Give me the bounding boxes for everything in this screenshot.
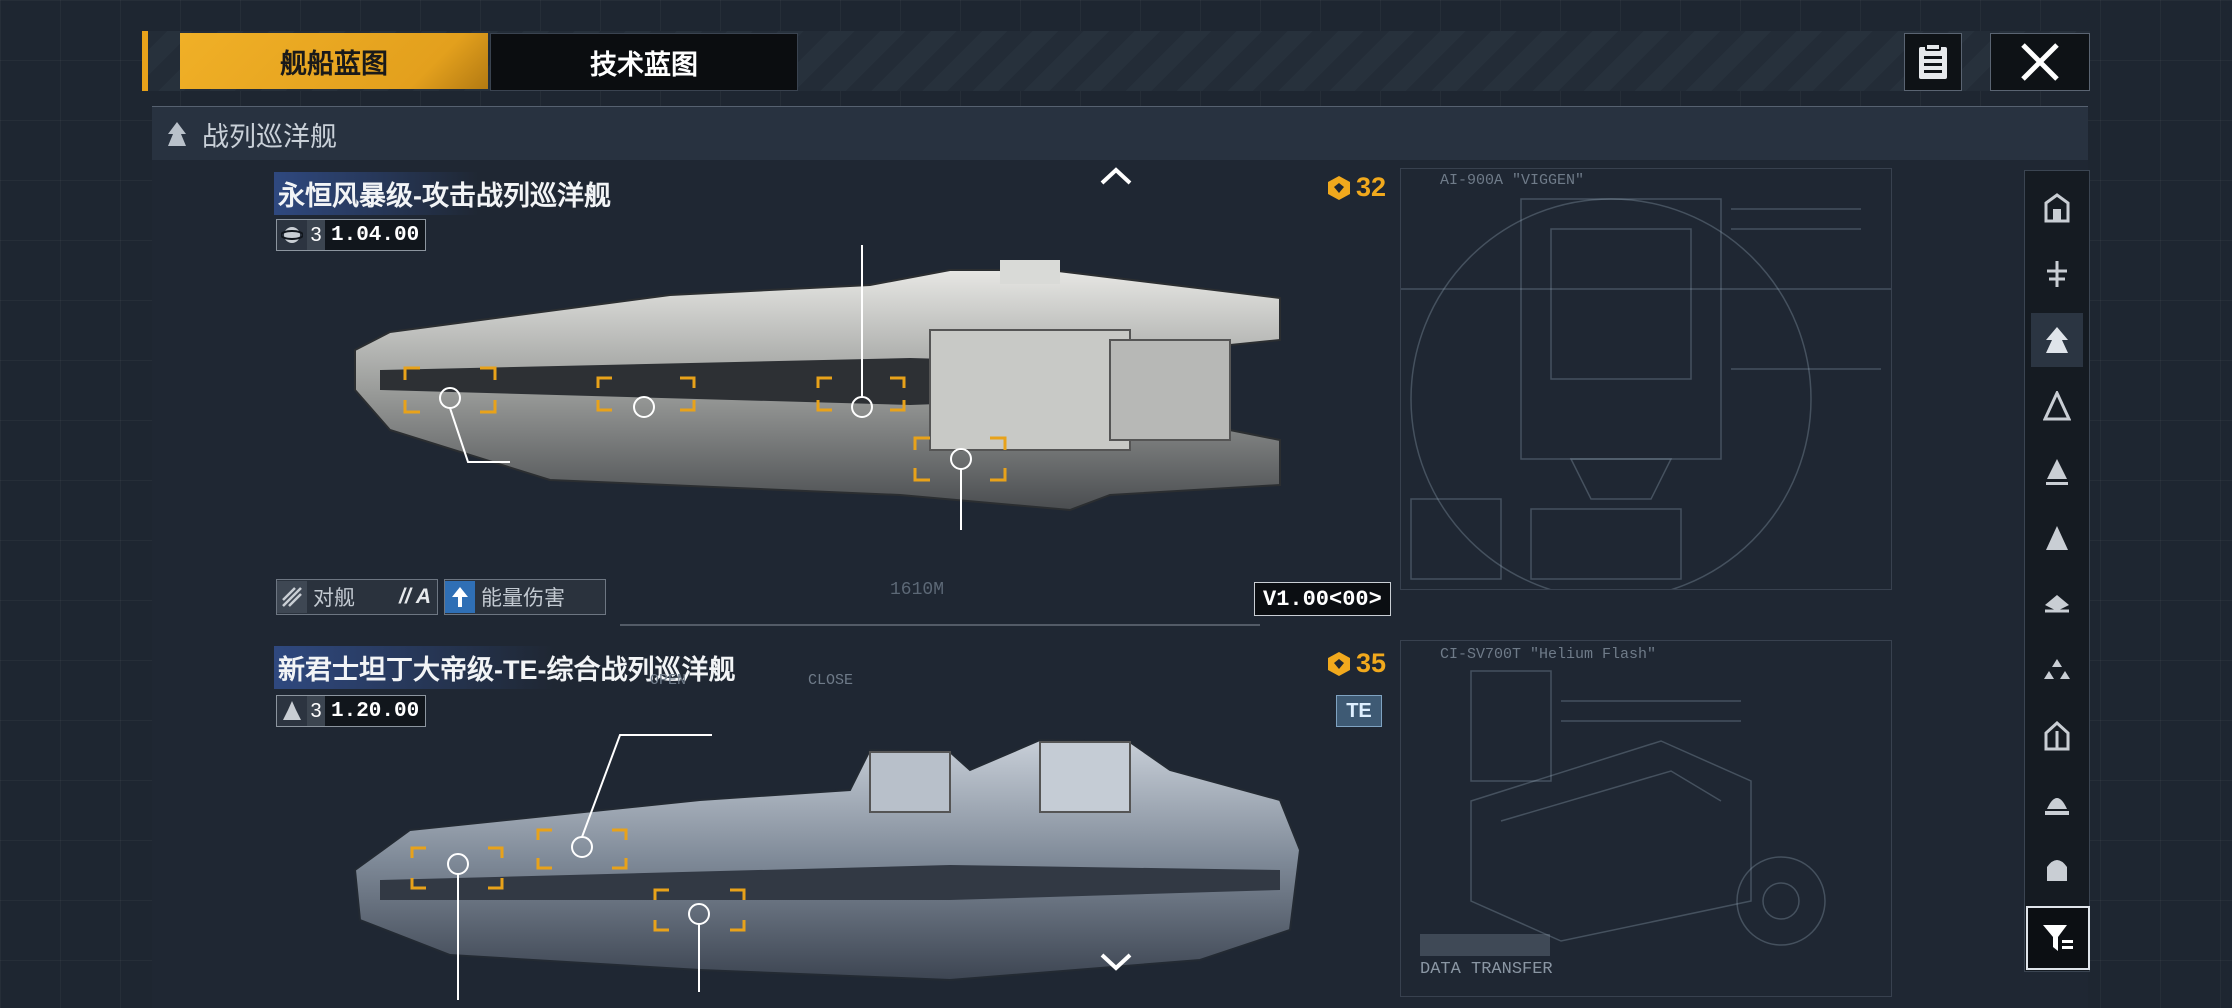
close-x-icon [2021, 43, 2059, 81]
capital-class-icon [2044, 721, 2070, 751]
tag-energy-damage-label: 能量伤害 [481, 587, 565, 610]
ship-cost-2: 35 [1326, 648, 1386, 679]
scroll-down-button[interactable] [1096, 950, 1136, 974]
ship-length-label: 1610M [890, 580, 945, 600]
ship-silhouette-icon [277, 696, 307, 726]
sidebar-item-fighter[interactable] [2031, 643, 2083, 697]
command-point-icon [1328, 651, 1350, 676]
sidebar-item-support[interactable] [2031, 775, 2083, 829]
chevron-up-icon [1100, 167, 1132, 185]
tab-ship-blueprint-label: 舰船蓝图 [280, 48, 388, 79]
blueprint-sketch-2 [1400, 640, 1892, 997]
blueprint-sketch-1 [1400, 168, 1892, 590]
ship-id-number-1: 3 [307, 220, 325, 250]
filter-icon [2043, 925, 2073, 951]
ship-model-1[interactable] [350, 240, 1290, 530]
ship-cost-value-2: 35 [1356, 648, 1387, 678]
destroyer-class-icon [2047, 261, 2067, 287]
blueprint-caption-2: CI-SV700T "Helium Flash" [1440, 646, 1657, 663]
ship-cost-1: 32 [1326, 172, 1386, 203]
ship-cost-value-1: 32 [1356, 172, 1387, 202]
ship-name-2[interactable]: 新君士坦丁大帝级-TE-综合战列巡洋舰 [274, 646, 740, 689]
corvette-class-icon [2046, 526, 2068, 550]
sidebar-item-frigate[interactable] [2031, 379, 2083, 433]
document-list-icon [1919, 43, 1947, 79]
tab-ship-blueprint[interactable]: 舰船蓝图 [180, 33, 488, 89]
carrier-class-icon [2044, 193, 2070, 223]
ship-length-ruler [620, 608, 1260, 626]
auxiliary-class-icon [2045, 595, 2069, 613]
tag-energy-damage: 能量伤害 [444, 579, 606, 615]
ship-id-version-2: 1.20.00 [331, 699, 420, 723]
sidebar-item-corvette[interactable] [2031, 511, 2083, 565]
data-transfer-label: DATA TRANSFER [1420, 960, 1553, 979]
ship-id-version-1: 1.04.00 [331, 223, 420, 247]
filter-button[interactable] [2026, 906, 2090, 970]
battlecruiser-class-icon [164, 119, 190, 149]
sidebar-item-auxiliary[interactable] [2031, 577, 2083, 631]
planet-ring-icon [277, 220, 307, 250]
ship-id-2: 3 1.20.00 [276, 695, 427, 727]
ship-id-number-2: 3 [307, 696, 325, 726]
scroll-up-button[interactable] [1096, 164, 1136, 188]
command-point-icon [1328, 175, 1350, 200]
ship-model-2[interactable] [350, 730, 1300, 1000]
frigate-class-icon [2043, 391, 2071, 421]
hud-label-open: OPEN [650, 672, 687, 689]
category-label: 战列巡洋舰 [202, 121, 337, 152]
sidebar-item-capital[interactable] [2031, 709, 2083, 763]
sidebar-item-destroyer[interactable] [2031, 247, 2083, 301]
sidebar-item-carrier[interactable] [2031, 181, 2083, 235]
chevron-down-icon [1100, 953, 1132, 971]
blueprint-caption-1: AI-900A "VIGGEN" [1440, 172, 1585, 189]
tag-anti-ship-suffix: // A [399, 585, 431, 608]
ship-id-1: 3 1.04.00 [276, 219, 427, 251]
close-button[interactable] [1990, 33, 2090, 91]
cruiser-class-icon [2046, 459, 2068, 485]
tab-tech-blueprint-label: 技术蓝图 [590, 49, 698, 80]
te-badge: TE [1336, 695, 1382, 727]
hud-label-close: CLOSE [808, 672, 854, 689]
support-class-icon [2045, 798, 2069, 815]
ship-version-box: V1.00<00> [1254, 582, 1391, 616]
sidebar-item-cruiser[interactable] [2031, 445, 2083, 499]
sidebar-item-escort[interactable] [2031, 841, 2083, 895]
class-filter-sidebar [2024, 170, 2090, 972]
sidebar-item-battlecruiser[interactable] [2031, 313, 2083, 367]
battlecruiser-class-icon [2046, 327, 2068, 353]
data-transfer-bar [1420, 934, 1550, 956]
energy-damage-icon [445, 581, 475, 613]
top-bar-accent [142, 31, 148, 91]
tag-anti-ship: 对舰 // A [276, 579, 438, 615]
notes-button[interactable] [1904, 33, 1962, 91]
escort-class-icon [2047, 860, 2067, 881]
ship-name-1[interactable]: 永恒风暴级-攻击战列巡洋舰 [274, 172, 615, 215]
tab-tech-blueprint[interactable]: 技术蓝图 [490, 33, 798, 91]
tag-anti-ship-label: 对舰 [313, 587, 355, 610]
fighter-class-icon [2044, 659, 2070, 679]
anti-ship-icon [277, 581, 307, 613]
category-bar: 战列巡洋舰 [152, 106, 2088, 161]
